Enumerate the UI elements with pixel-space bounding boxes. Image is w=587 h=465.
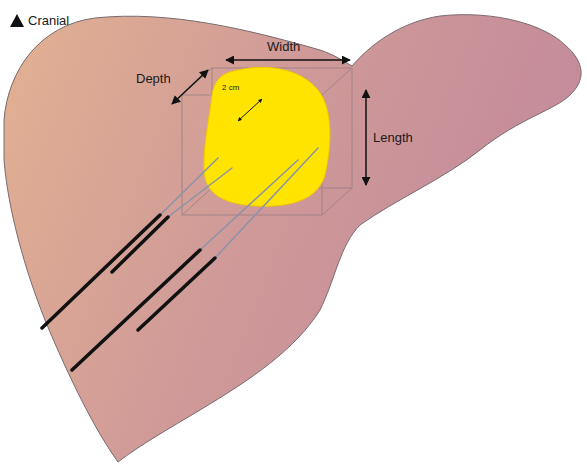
dimension-label: 2 cm bbox=[222, 84, 239, 92]
tumor-dimension-arrow bbox=[238, 99, 262, 121]
orientation-label: Cranial bbox=[28, 14, 69, 27]
ablation-needles bbox=[42, 148, 318, 370]
dimension-label: Depth bbox=[136, 72, 171, 85]
cranial-triangle bbox=[10, 14, 24, 27]
depth-arrow bbox=[172, 70, 208, 104]
length-arrow bbox=[365, 90, 367, 185]
bounding-box bbox=[182, 68, 352, 215]
dimension-label: Length bbox=[373, 131, 413, 144]
dimension-label: Width bbox=[267, 40, 300, 53]
tumor bbox=[204, 67, 330, 206]
width-arrow bbox=[226, 59, 350, 61]
liver-outline bbox=[4, 15, 581, 462]
